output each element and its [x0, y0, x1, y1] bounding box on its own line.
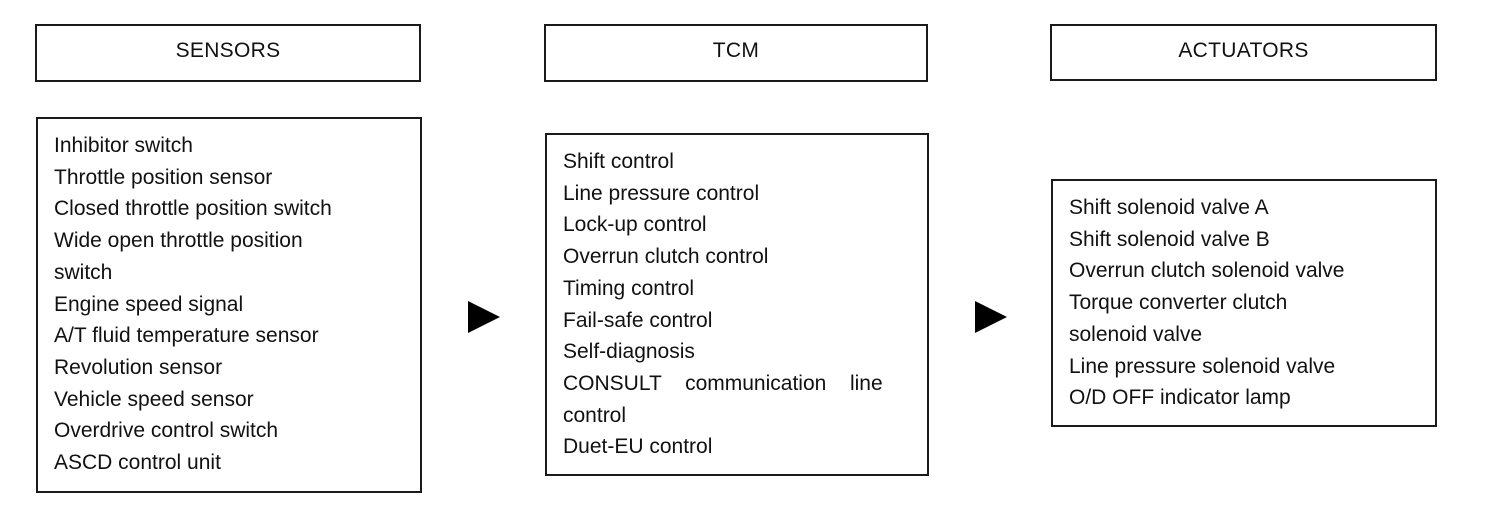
actuators-item: Shift solenoid valve A — [1069, 196, 1269, 219]
tcm-to-actuators-arrow-icon — [975, 301, 1007, 333]
actuators-item: Overrun clutch solenoid valve — [1069, 259, 1345, 283]
actuators-item: Torque converter clutch — [1069, 291, 1288, 315]
sensors-title: SENSORS — [175, 39, 281, 62]
sensors-to-tcm-arrow-icon — [468, 301, 500, 333]
actuators-title: ACTUATORS — [1178, 38, 1309, 62]
tcm-item: Fail-safe control — [563, 308, 713, 332]
sensors-item: Wide open throttle position — [54, 229, 303, 253]
sensors-item: Engine speed signal — [54, 292, 244, 316]
tcm-item: Shift control — [563, 150, 674, 173]
actuators-item: Shift solenoid valve B — [1069, 227, 1270, 251]
tcm-item: Timing control — [563, 276, 695, 300]
tcm-header: TCM — [544, 24, 928, 82]
sensors-item: Inhibitor switch — [54, 134, 193, 157]
actuators-item: solenoid valve — [1069, 322, 1203, 346]
actuators-box: Shift solenoid valve A Shift solenoid val… — [1051, 179, 1437, 427]
sensors-item: switch — [54, 260, 113, 284]
tcm-item: Overrun clutch control — [563, 245, 769, 269]
sensors-item: A/T fluid temperature sensor — [54, 324, 319, 348]
sensors-item: ASCD control unit — [54, 451, 221, 475]
actuators-item: Line pressure solenoid valve — [1069, 354, 1336, 378]
tcm-item: Self-diagnosis — [563, 340, 695, 364]
tcm-item: Line pressure control — [563, 181, 760, 205]
tcm-item: Lock-up control — [563, 213, 707, 237]
sensors-item: Throttle position sensor — [54, 165, 273, 189]
actuators-header: ACTUATORS — [1050, 24, 1437, 81]
sensors-header: SENSORS — [35, 24, 421, 82]
sensors-item: Closed throttle position switch — [54, 197, 332, 221]
tcm-item: Duet-EU control — [563, 435, 713, 459]
tcm-item: control — [563, 403, 627, 427]
actuators-item: O/D OFF indicator lamp — [1069, 386, 1291, 410]
tcm-title: TCM — [712, 39, 760, 62]
sensors-item: Overdrive control switch — [54, 419, 279, 443]
sensors-item: Vehicle speed sensor — [54, 387, 254, 411]
actuators-list: Shift solenoid valve A Shift solenoid val… — [1053, 181, 1435, 414]
sensors-item: Revolution sensor — [54, 355, 223, 379]
tcm-item: CONSULT communication line — [563, 371, 883, 395]
